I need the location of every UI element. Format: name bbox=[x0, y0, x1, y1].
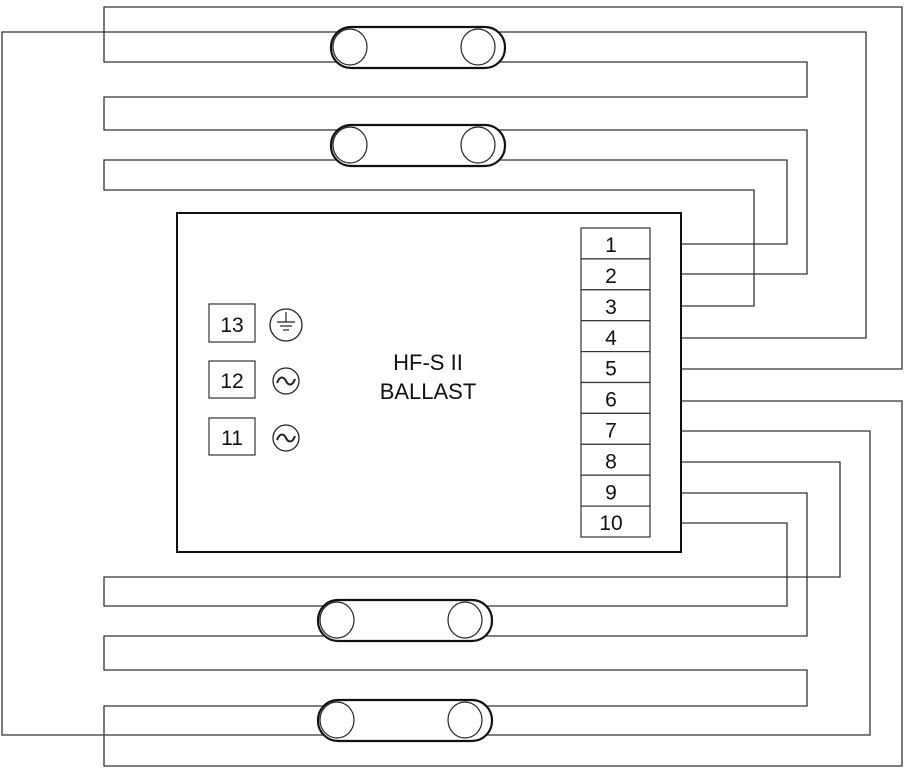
terminal-cell bbox=[580, 289, 651, 322]
terminal-5: 5 bbox=[580, 351, 651, 384]
terminal-1: 1 bbox=[580, 227, 651, 260]
terminal-label: 13 bbox=[220, 314, 243, 337]
terminal-cell bbox=[580, 351, 651, 384]
terminal-10: 10 bbox=[580, 505, 651, 538]
wires bbox=[1, 6, 903, 767]
lamp-4-right-pin bbox=[447, 701, 483, 739]
terminal-4: 4 bbox=[580, 320, 651, 353]
wire-lamp1-lamp2 bbox=[103, 61, 808, 131]
terminal-2: 2 bbox=[580, 258, 651, 291]
wire-lamp3-lamp4 bbox=[103, 635, 808, 707]
terminal-cell bbox=[580, 443, 651, 476]
wire-terminal-8 bbox=[103, 461, 841, 607]
terminal-number: 2 bbox=[605, 265, 617, 288]
supply-terminal-13: 13 bbox=[208, 303, 303, 343]
terminal-strip: 1 2 3 4 5 6 7 8 9 10 bbox=[580, 227, 651, 538]
ballast-title: HF-S II bbox=[393, 350, 463, 375]
lamp-4 bbox=[316, 698, 494, 743]
terminal-label: 11 bbox=[221, 427, 243, 450]
lamp-2-right-pin bbox=[460, 126, 496, 164]
wire-terminal-6 bbox=[103, 400, 903, 767]
wire-terminal-3 bbox=[103, 159, 755, 307]
lamp-2-left-pin bbox=[332, 126, 368, 164]
terminal-cell bbox=[580, 381, 651, 414]
lamp-4-left-pin bbox=[319, 701, 355, 739]
lamp-3-left-pin bbox=[319, 601, 355, 639]
wire-terminal-9 bbox=[470, 492, 808, 637]
terminal-number: 1 bbox=[605, 234, 617, 257]
wire-terminal-7 bbox=[470, 430, 871, 736]
terminal-6: 6 bbox=[580, 381, 651, 414]
terminal-7: 7 bbox=[580, 412, 651, 445]
terminal-number: 9 bbox=[605, 481, 617, 504]
lamp-1-left-pin bbox=[332, 28, 368, 66]
wire-terminal-10 bbox=[470, 522, 788, 607]
terminal-8: 8 bbox=[580, 443, 651, 476]
ac-tilde-icon bbox=[272, 424, 300, 452]
lamp-3-right-pin bbox=[447, 601, 483, 639]
terminal-number: 4 bbox=[605, 327, 617, 350]
terminal-number: 3 bbox=[605, 296, 617, 319]
wire-terminal-5 bbox=[103, 6, 903, 370]
terminal-3: 3 bbox=[580, 289, 651, 322]
terminal-number: 8 bbox=[605, 450, 617, 473]
wire-left-outer bbox=[1, 31, 340, 736]
wire-terminal-1 bbox=[485, 159, 788, 245]
terminal-9: 9 bbox=[580, 474, 651, 507]
terminal-number: 10 bbox=[599, 512, 622, 535]
lamp-1-right-pin bbox=[460, 28, 496, 66]
supply-terminal-11: 11 bbox=[208, 417, 300, 456]
wire-terminal-2 bbox=[485, 129, 808, 275]
lamp-1 bbox=[329, 25, 507, 70]
supply-terminal-12: 12 bbox=[208, 360, 300, 399]
terminal-number: 7 bbox=[605, 420, 617, 443]
ballast-subtitle: BALLAST bbox=[380, 379, 477, 404]
terminal-cell bbox=[580, 505, 651, 538]
earth-ground-icon bbox=[269, 308, 303, 342]
terminal-number: 6 bbox=[605, 389, 617, 412]
lamp-3 bbox=[316, 598, 494, 643]
lamp-2 bbox=[329, 123, 507, 168]
ac-tilde-icon bbox=[272, 367, 300, 395]
wire-terminal-4 bbox=[485, 31, 867, 339]
terminal-number: 5 bbox=[605, 358, 617, 381]
terminal-label: 12 bbox=[220, 370, 243, 393]
